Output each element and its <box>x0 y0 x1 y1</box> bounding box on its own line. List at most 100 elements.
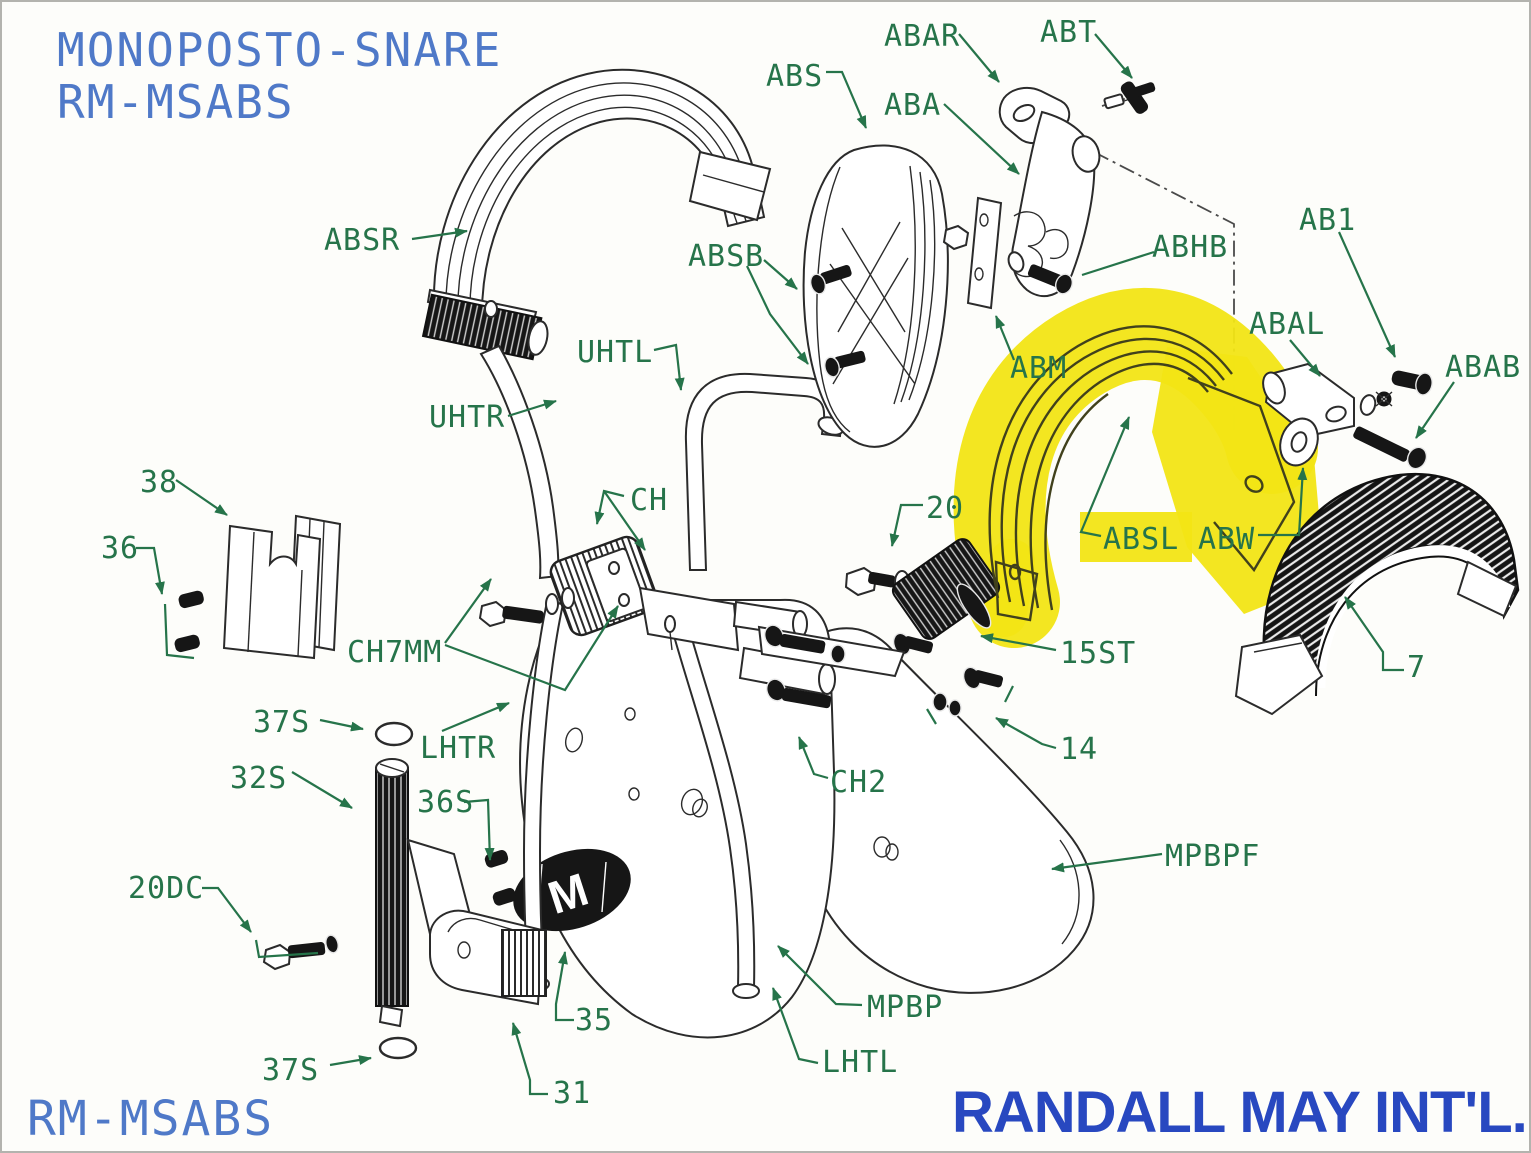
leader-20 <box>889 503 923 547</box>
leader-uhtr <box>507 399 557 418</box>
uhtl-tube <box>684 372 845 571</box>
part-label-7: 7 <box>1407 650 1426 685</box>
absb-bolt-lower <box>824 350 866 378</box>
leader-aba <box>943 103 1020 175</box>
leader-ch2 <box>797 736 829 780</box>
leader-abar <box>958 33 1000 83</box>
part-label-ch2: CH2 <box>830 765 887 800</box>
abhb-bolt <box>1027 264 1074 295</box>
mpbp-plate: M <box>513 598 836 1039</box>
part-label-35: 35 <box>575 1003 613 1038</box>
abal-clevis <box>1262 362 1433 470</box>
leader-absb-2 <box>746 265 809 365</box>
leader-ab1 <box>1337 231 1397 358</box>
abt-t-bolt <box>1103 81 1156 114</box>
part31-35-clamp <box>406 838 547 1006</box>
star-washer <box>1375 391 1393 407</box>
part-label-abs: ABS <box>766 59 823 94</box>
leader-abt <box>1094 33 1133 79</box>
leader-15st <box>980 633 1057 652</box>
leader-abal <box>1289 339 1321 377</box>
part-label-ch7mm: CH7MM <box>347 635 442 670</box>
part-label-15st: 15ST <box>1060 636 1136 671</box>
ch2-bracket <box>757 624 906 709</box>
leader-38 <box>175 479 228 516</box>
aba-bracket-assembly <box>942 81 1156 310</box>
page-title-line1: MONOPOSTO-SNARE <box>57 23 502 77</box>
leader-abm <box>994 315 1016 361</box>
leader-abhb <box>1081 250 1155 277</box>
part20-clamp <box>844 538 1001 640</box>
leader-ch7mm-1 <box>444 578 492 644</box>
part-label-absb: ABSB <box>688 239 764 274</box>
part-label-20dc: 20DC <box>128 871 204 906</box>
mpbpf-plate <box>790 627 1095 994</box>
leader-35 <box>554 951 574 1022</box>
leader-36s <box>463 798 495 861</box>
lhtl-tube <box>672 630 760 999</box>
leader-37s-upper <box>319 718 364 732</box>
leader-lhtr <box>441 701 510 733</box>
leader-20dc-bracket <box>254 939 319 959</box>
part-label-lhtl: LHTL <box>822 1045 898 1080</box>
part-label-ab1: AB1 <box>1299 203 1356 238</box>
leader-ch7mm-2 <box>444 605 619 692</box>
absl-strap-highlighted <box>988 325 1296 622</box>
part37s-oring-upper <box>374 721 414 747</box>
part-label-37s-upper: 37S <box>253 705 310 740</box>
part36-screws <box>174 590 204 653</box>
leader-14-bracket-2 <box>1004 685 1014 703</box>
leader-14-bracket-1 <box>926 708 937 725</box>
part-label-absr: ABSR <box>324 223 400 258</box>
part-label-abar: ABAR <box>884 19 960 54</box>
leader-37s-lower <box>329 1055 372 1067</box>
part-label-absl: ABSL <box>1103 522 1179 557</box>
part-label-abw: ABW <box>1198 522 1255 557</box>
part-label-32s: 32S <box>230 761 287 796</box>
footer-model: RM-MSABS <box>27 1091 274 1147</box>
leader-ch-1 <box>594 489 625 525</box>
part-label-abab: ABAB <box>1445 350 1521 385</box>
abab-bolt <box>1353 426 1428 470</box>
page-title-line2: RM-MSABS <box>57 75 295 129</box>
part-label-uhtl: UHTL <box>577 335 653 370</box>
part-label-31: 31 <box>553 1076 591 1111</box>
leader-mpbp <box>777 945 863 1007</box>
leader-absb-1 <box>763 259 798 290</box>
leader-7 <box>1344 596 1404 672</box>
part-label-mpbp: MPBP <box>867 990 943 1025</box>
part37s-oring-lower <box>378 1036 418 1060</box>
leader-31 <box>511 1022 548 1096</box>
leader-20dc <box>202 886 252 933</box>
leader-36-bracket <box>163 603 195 660</box>
part20dc-bolt <box>262 934 339 971</box>
ab1-bolt <box>1391 370 1433 396</box>
part-label-20: 20 <box>926 491 964 526</box>
leader-lhtl <box>771 987 819 1065</box>
leader-mpbpf <box>1051 852 1163 873</box>
ch-clamp <box>549 535 836 696</box>
leader-36 <box>136 546 165 595</box>
leader-ch-2 <box>603 490 646 551</box>
leader-lines <box>136 33 1455 1096</box>
absb-bolt-upper <box>809 265 852 295</box>
part38-clamp <box>222 514 342 660</box>
absr-strap <box>421 68 772 361</box>
leader-abw <box>1258 467 1308 537</box>
part-label-mpbpf: MPBPF <box>1165 839 1260 874</box>
part-label-ch: CH <box>630 483 668 518</box>
part-label-aba: ABA <box>884 88 941 123</box>
ch-stub-lower <box>738 646 836 696</box>
logo-oval: M <box>513 848 631 932</box>
leader-14 <box>995 717 1057 750</box>
ch7mm-hardware <box>478 587 575 628</box>
part7-backbar <box>1234 472 1520 716</box>
leader-uhtl <box>653 343 685 391</box>
brand-name: RANDALL MAY INT'L. <box>952 1080 1527 1145</box>
abw-washer <box>1279 417 1319 467</box>
part32s-tube <box>375 758 409 1028</box>
part-label-uhtr: UHTR <box>429 400 505 435</box>
part-labels: ABAR ABT ABS ABA ABSR ABSB AB1 ABHB ABAL… <box>101 15 1521 1111</box>
part-label-14: 14 <box>1060 732 1098 767</box>
